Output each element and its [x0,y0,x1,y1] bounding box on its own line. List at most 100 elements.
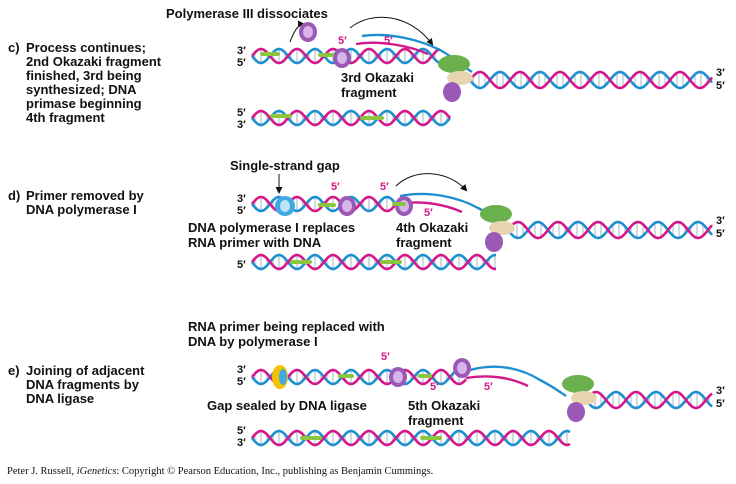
panel-c-desc-2: 2nd Okazaki fragment [26,54,162,69]
rna-primer-segment [290,260,312,264]
rna-primer-segment [260,52,280,56]
okazaki-5th-strand [465,375,529,388]
end-5-okazaki-a-d: 5′ [331,181,340,193]
end-5-right-c: 5′ [716,80,725,92]
helix-right-d [506,220,713,240]
panel-c-letter: c) [8,40,20,55]
dissociation-arrow-c [289,20,305,43]
end-3-bot-left-e: 3′ [237,437,246,449]
pol-i-replaces-label-1: DNA polymerase I replaces [188,220,355,235]
end-3-right-e: 3′ [716,385,725,397]
end-5-bot-left-c: 5′ [237,107,246,119]
jump-arrow-d [395,173,468,192]
end-5-top-left-c: 5′ [237,57,246,69]
panel-c-desc-3: finished, 3rd being [26,68,142,83]
strand-b [251,109,451,127]
end-5-okazaki-c-e: 5′ [484,381,493,393]
helicase-primase-complex-e [562,375,597,422]
helicase-primase-complex-d [480,205,515,252]
strand-a [251,253,496,271]
strand-a [506,220,713,240]
rna-primer-segment [418,374,432,378]
pol-i-replaces-label-2: RNA primer with DNA [188,235,322,250]
rna-primer-segment [360,116,384,120]
rna-primer-segment [380,260,402,264]
panel-c: c) Process continues; 2nd Okazaki fragme… [8,6,725,131]
rna-primer-segment [392,202,406,206]
panel-c-desc-6: 4th fragment [26,110,105,125]
lagging-template-e [469,365,567,397]
helix-right-c [468,70,714,90]
okazaki-5th-label-1: 5th Okazaki [408,398,480,413]
rna-primer-segment [338,374,354,378]
panel-d: d) Primer removed by DNA polymerase I Si… [8,158,725,271]
polymerase-iii-e-2 [453,358,471,378]
end-5-okazaki-a-c: 5′ [338,35,347,47]
end-5-right-d: 5′ [716,228,725,240]
credit-book-title: iGenetics [76,466,117,477]
panel-e-letter: e) [8,363,20,378]
end-5-okazaki-a-e: 5′ [381,351,390,363]
polymerase-iii-e-1 [389,367,407,387]
strand-a [584,390,713,410]
strand-b [251,253,496,271]
okazaki-4th-label-1: 4th Okazaki [396,220,468,235]
rna-primer-segment [420,436,442,440]
strand-b [584,390,713,410]
helix-bottom-e [251,429,571,447]
end-5-okazaki-b-c: 5′ [384,35,393,47]
okazaki-5th-label-2: fragment [408,413,464,428]
end-5-bot-left-d: 5′ [237,259,246,271]
rna-primer-segment [318,53,334,57]
end-5-bot-left-e: 5′ [237,425,246,437]
panel-c-desc-4: synthesized; DNA [26,82,137,97]
copyright-credit: Peter J. Russell, iGenetics: Copyright ©… [7,466,433,477]
polymerase-iii-dissociates-label: Polymerase III dissociates [166,6,328,21]
panel-e-desc-3: DNA ligase [26,391,94,406]
strand-b [468,70,714,90]
panel-c-desc-5: primase beginning [26,96,142,111]
panel-d-letter: d) [8,188,20,203]
end-3-top-left-d: 3′ [237,193,246,205]
single-strand-gap-label: Single-strand gap [230,158,340,173]
end-3-top-left-e: 3′ [237,364,246,376]
panel-e-desc-1: Joining of adjacent [26,363,145,378]
rna-primer-segment [318,203,336,207]
helicase-primase-complex-c [438,55,473,102]
end-5-okazaki-b-d: 5′ [380,181,389,193]
end-5-okazaki-c-d: 5′ [424,207,433,219]
end-5-top-left-e: 5′ [237,376,246,388]
okazaki-3rd-label-2: fragment [341,85,397,100]
end-5-top-left-d: 5′ [237,205,246,217]
panel-d-desc-2: DNA polymerase I [26,202,137,217]
end-3-right-d: 3′ [716,215,725,227]
okazaki-4th-label-2: fragment [396,235,452,250]
panel-c-desc-1: Process continues; [26,40,146,55]
helix-bottom-d [251,253,496,271]
okazaki-3rd-strand [355,41,429,56]
credit-author: Peter J. Russell, [7,466,77,477]
end-3-right-c: 3′ [716,67,725,79]
rna-primer-segment [300,436,322,440]
rna-primer-segment [270,114,292,118]
polymerase-iii-bound-c [333,48,351,68]
end-3-bot-left-c: 3′ [237,119,246,131]
okazaki-3rd-label-1: 3rd Okazaki [341,70,414,85]
panel-e: e) Joining of adjacent DNA fragments by … [8,319,725,449]
rna-primer-replaced-label-2: DNA by polymerase I [188,334,318,349]
jump-arrow-c [349,16,434,46]
polymerase-iii-free [299,22,317,42]
strand-b [506,220,713,240]
gap-sealed-label: Gap sealed by DNA ligase [207,398,367,413]
ligase-e [272,365,288,389]
credit-rest: : Copyright © Pearson Education, Inc., p… [116,466,434,477]
helix-right-e [584,390,713,410]
polymerase-i-d [275,196,295,216]
panel-e-desc-2: DNA fragments by [26,377,140,392]
end-5-okazaki-b-e: 5′ [430,381,439,393]
polymerase-iii-d-1 [338,196,356,216]
panel-d-desc-1: Primer removed by [26,188,145,203]
end-3-top-left-c: 3′ [237,45,246,57]
end-5-right-e: 5′ [716,398,725,410]
